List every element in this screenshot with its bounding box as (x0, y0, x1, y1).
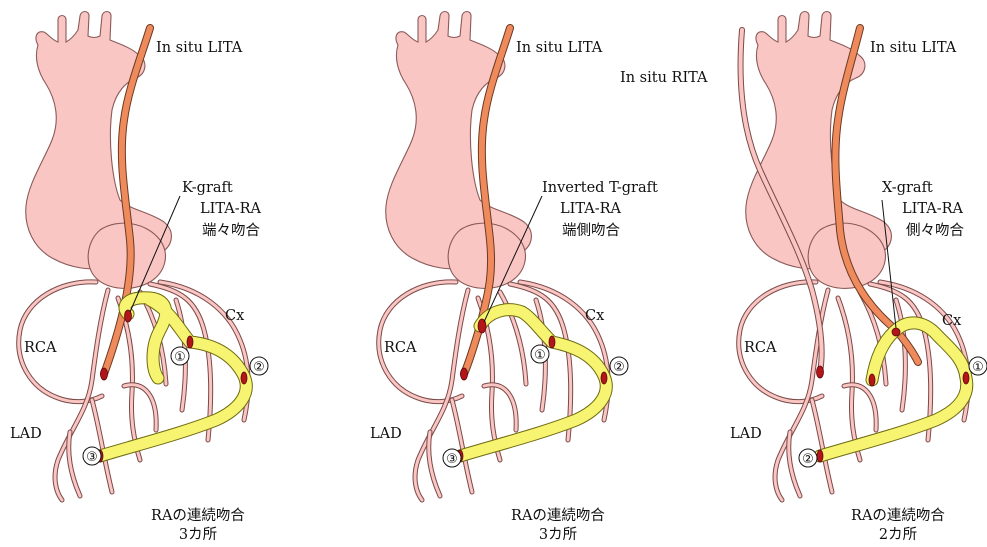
anastomosis-number-1-text: ① (534, 348, 546, 363)
panel-k-graft: ① ② ③ In situ LITA K-graft LITA-RA 端々吻合 … (10, 12, 268, 544)
panel-x-graft: ① ② In situ LITA In situ RITA X-graft LI… (620, 12, 987, 544)
anastomosis-number-1-text: ① (174, 350, 186, 365)
caption-line-1: RAの連続吻合 (151, 507, 245, 524)
anastomosis-marker (963, 372, 969, 384)
lad-label: LAD (370, 426, 402, 442)
anastomosis-number-3-text: ③ (86, 450, 98, 465)
graft-vessels-label: LITA-RA (200, 201, 262, 217)
caption-line-1: RAの連続吻合 (851, 507, 945, 524)
anastomosis-marker (869, 374, 875, 386)
lad-label: LAD (730, 426, 762, 442)
graft-vessels-label: LITA-RA (560, 201, 622, 217)
rca-label: RCA (744, 340, 777, 356)
anastomosis-marker (892, 328, 900, 336)
anastomosis-marker (817, 450, 823, 462)
anastomosis-number-2-text: ② (802, 452, 814, 467)
caption-line-1: RAの連続吻合 (511, 507, 605, 524)
anastomosis-number-3-text: ③ (446, 452, 458, 467)
rita-label: In situ RITA (620, 70, 708, 86)
caption-line-2: 2カ所 (879, 526, 917, 543)
anastomosis-number-2-text: ② (253, 360, 265, 375)
graft-method-label: 側々吻合 (906, 222, 964, 239)
lita-label: In situ LITA (156, 40, 243, 56)
graft-vessels-label: LITA-RA (902, 201, 964, 217)
lita-label: In situ LITA (516, 40, 603, 56)
anastomosis-marker (241, 372, 247, 384)
cx-label: Cx (585, 308, 604, 324)
anastomosis-marker (549, 336, 555, 348)
rca-label: RCA (24, 340, 57, 356)
anastomosis-marker (817, 366, 824, 378)
anastomosis-number-2-text: ② (613, 360, 625, 375)
caption-line-2: 3カ所 (539, 526, 577, 543)
graft-method-label: 端側吻合 (562, 222, 620, 239)
caption-line-2: 3カ所 (179, 526, 217, 543)
rca-label: RCA (384, 340, 417, 356)
anastomosis-marker (601, 372, 607, 384)
lad-label: LAD (10, 426, 42, 442)
graft-method-label: 端々吻合 (202, 222, 260, 239)
anastomosis-marker (461, 368, 468, 380)
anastomosis-marker (187, 336, 193, 348)
graft-name-label: Inverted T-graft (542, 180, 658, 196)
cx-label: Cx (942, 313, 961, 329)
anastomosis-number-1-text: ① (972, 360, 984, 375)
cx-label: Cx (225, 308, 244, 324)
panel-inverted-t-graft: ① ② ③ In situ LITA Inverted T-graft LITA… (370, 12, 658, 544)
graft-name-label: K-graft (182, 180, 233, 196)
lita-label: In situ LITA (870, 40, 957, 56)
anastomosis-marker (101, 368, 108, 380)
graft-name-label: X-graft (882, 180, 933, 196)
